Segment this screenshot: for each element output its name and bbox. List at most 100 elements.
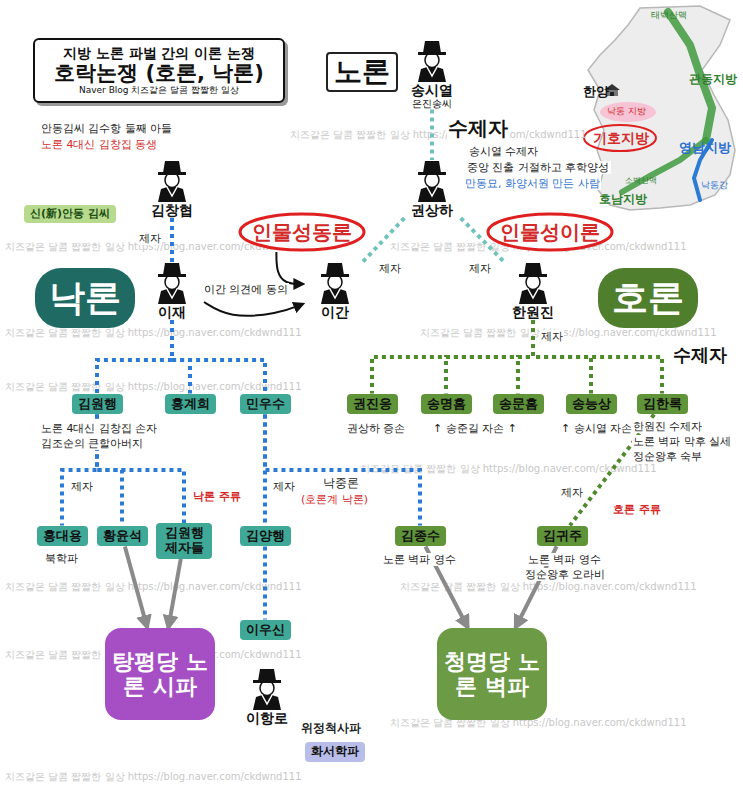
note: 정순왕후 오라비: [524, 568, 607, 581]
lineage-line: [363, 218, 405, 262]
agreement-arrow: [204, 302, 303, 316]
flow-arrow: [125, 546, 147, 628]
lineage-line: [461, 218, 504, 262]
relation-label: 제자: [540, 330, 564, 343]
subtitle-text: 지방 노론 파벌 간의 이론 논쟁: [41, 45, 277, 61]
note: 권상하 증손: [346, 422, 407, 435]
note: 김조순의 큰할아버지: [40, 437, 145, 450]
person-name: 한원진: [501, 304, 565, 320]
map-label: 관동지방: [688, 72, 738, 86]
name-box: 민우수: [240, 394, 291, 415]
map-label: 호남지방: [598, 192, 648, 206]
mountain-range: [622, 140, 706, 192]
person-name: 이항로: [235, 710, 299, 726]
node-text: 이우신: [246, 623, 285, 638]
relation-label: 제자: [138, 232, 162, 245]
person-name: 이간: [303, 304, 367, 320]
node-text: 홍대용: [43, 529, 82, 544]
scholar-icon: [247, 668, 287, 710]
watermark: 치즈같은 달콤 짭짤한 일상 https://blog.naver.com/ck…: [420, 326, 717, 340]
party-box: 청명당 노론 벽파: [437, 628, 547, 720]
note: 안동김씨 김수항 둘째 아들: [40, 122, 174, 135]
role-label: 수제자: [672, 344, 728, 366]
relation-label: 제자: [560, 486, 584, 499]
school-box: 낙론: [35, 268, 135, 328]
person-figure: 김창협: [140, 160, 204, 218]
watermark: 치즈같은 달콤 짭짤한 일상 https://blog.naver.com/ck…: [290, 128, 587, 142]
lineage-line: [533, 320, 662, 393]
node-text: 홍계희: [171, 397, 210, 412]
clan-tag: 신(新)안동 김씨: [24, 205, 116, 224]
lineage-line: [172, 320, 190, 393]
person-figure: 이항로: [235, 668, 299, 726]
watermark: 치즈같은 달콤 짭짤한 일상 https://blog.naver.com/ck…: [5, 770, 302, 784]
note: 북학파: [44, 552, 79, 565]
watermark: 치즈같은 달콤 짭짤한 일상 https://blog.naver.com/ck…: [5, 240, 302, 254]
person-name: 김창협: [140, 202, 204, 218]
relation-label: 제자: [468, 262, 492, 275]
note: ↑ 송준길 자손 ↑: [432, 422, 518, 435]
lineage-line: [430, 110, 434, 160]
relation-label: 제자: [378, 262, 402, 275]
node-text: 호론: [612, 277, 684, 318]
relation-label: 제자: [70, 480, 94, 493]
lineage-line: [263, 546, 267, 619]
watermark: 치즈같은 달콤 짭짤한 일상 https://blog.naver.com/ck…: [5, 326, 302, 340]
name-box: 김한록: [637, 394, 688, 415]
node-text: 송명흠: [427, 397, 466, 412]
lineage-line: [170, 218, 174, 262]
note: ↑ 송시열 자손: [560, 422, 633, 435]
note: 정순왕후 숙부: [632, 450, 704, 463]
watermark: 치즈같은 달콤 짭짤한 일상 https://blog.naver.com/ck…: [390, 716, 687, 730]
name-box: 송문흠: [493, 394, 544, 415]
title-box: 지방 노론 파벌 간의 이론 논쟁호락논쟁 (호론, 낙론)Naver Blog…: [33, 38, 285, 103]
person-figure: 송시열은진송씨: [400, 40, 464, 110]
node-text: 노론: [334, 56, 390, 88]
note: 호론 주류: [612, 503, 662, 516]
flow-arrow: [168, 559, 180, 628]
scholar-icon: [412, 160, 452, 202]
map-label: 기호지방: [592, 130, 650, 147]
name-box: 김양행: [240, 526, 291, 547]
map-label: 영남지방: [678, 140, 732, 156]
note: 송시열 수제자: [468, 145, 540, 158]
flow-arrow: [515, 546, 556, 628]
ellipse-outline: [238, 212, 366, 252]
region-circle: [584, 125, 656, 151]
person-figure: 이간: [303, 262, 367, 320]
palace-icon: [604, 84, 620, 96]
scholar-icon: [315, 262, 355, 304]
map-label: 소백산맥: [624, 176, 658, 186]
name-box: 송능상: [566, 394, 617, 415]
watermark: 치즈같은 달콤 짭짤한 일상 https://blog.naver.com/ck…: [5, 648, 302, 662]
note: 만동묘, 화양서원 만든 사람: [464, 177, 601, 190]
map-label: 한양: [582, 84, 610, 100]
peninsula-outline: [588, 6, 735, 210]
scholar-icon: [513, 262, 553, 304]
node-text: 김양행: [246, 529, 285, 544]
note: 위정척사파: [300, 721, 362, 735]
name-box: 김귀주: [537, 526, 588, 547]
ellipse-outline: [486, 212, 614, 252]
watermark: 치즈같은 달콤 짭짤한 일상 https://blog.naver.com/ck…: [5, 580, 302, 594]
name-box: 김종수: [395, 526, 446, 547]
person-figure: 이재: [140, 262, 204, 320]
note: 노론 벽파 영수: [382, 553, 457, 566]
map-label: 낙동 지방: [606, 106, 647, 117]
lineage-line: [62, 414, 97, 525]
name-box: 홍계희: [165, 394, 216, 415]
edge-label: 이간 의견에 동의: [203, 283, 289, 296]
title-text: 호락논쟁 (호론, 낙론): [41, 61, 277, 85]
scholar-icon: [152, 160, 192, 202]
theory-ellipse: 인물성동론: [238, 212, 366, 252]
note: 노론 벽파 영수: [527, 553, 602, 566]
region-highlight: [600, 102, 656, 122]
node-text: 김원행 제자들: [162, 526, 206, 556]
lineage-line: [518, 320, 533, 393]
name-box: 홍대용: [37, 526, 88, 547]
person-name: 권상하: [400, 202, 464, 218]
source-text: Naver Blog 치즈같은 달콤 짭짤한 일상: [41, 85, 277, 95]
